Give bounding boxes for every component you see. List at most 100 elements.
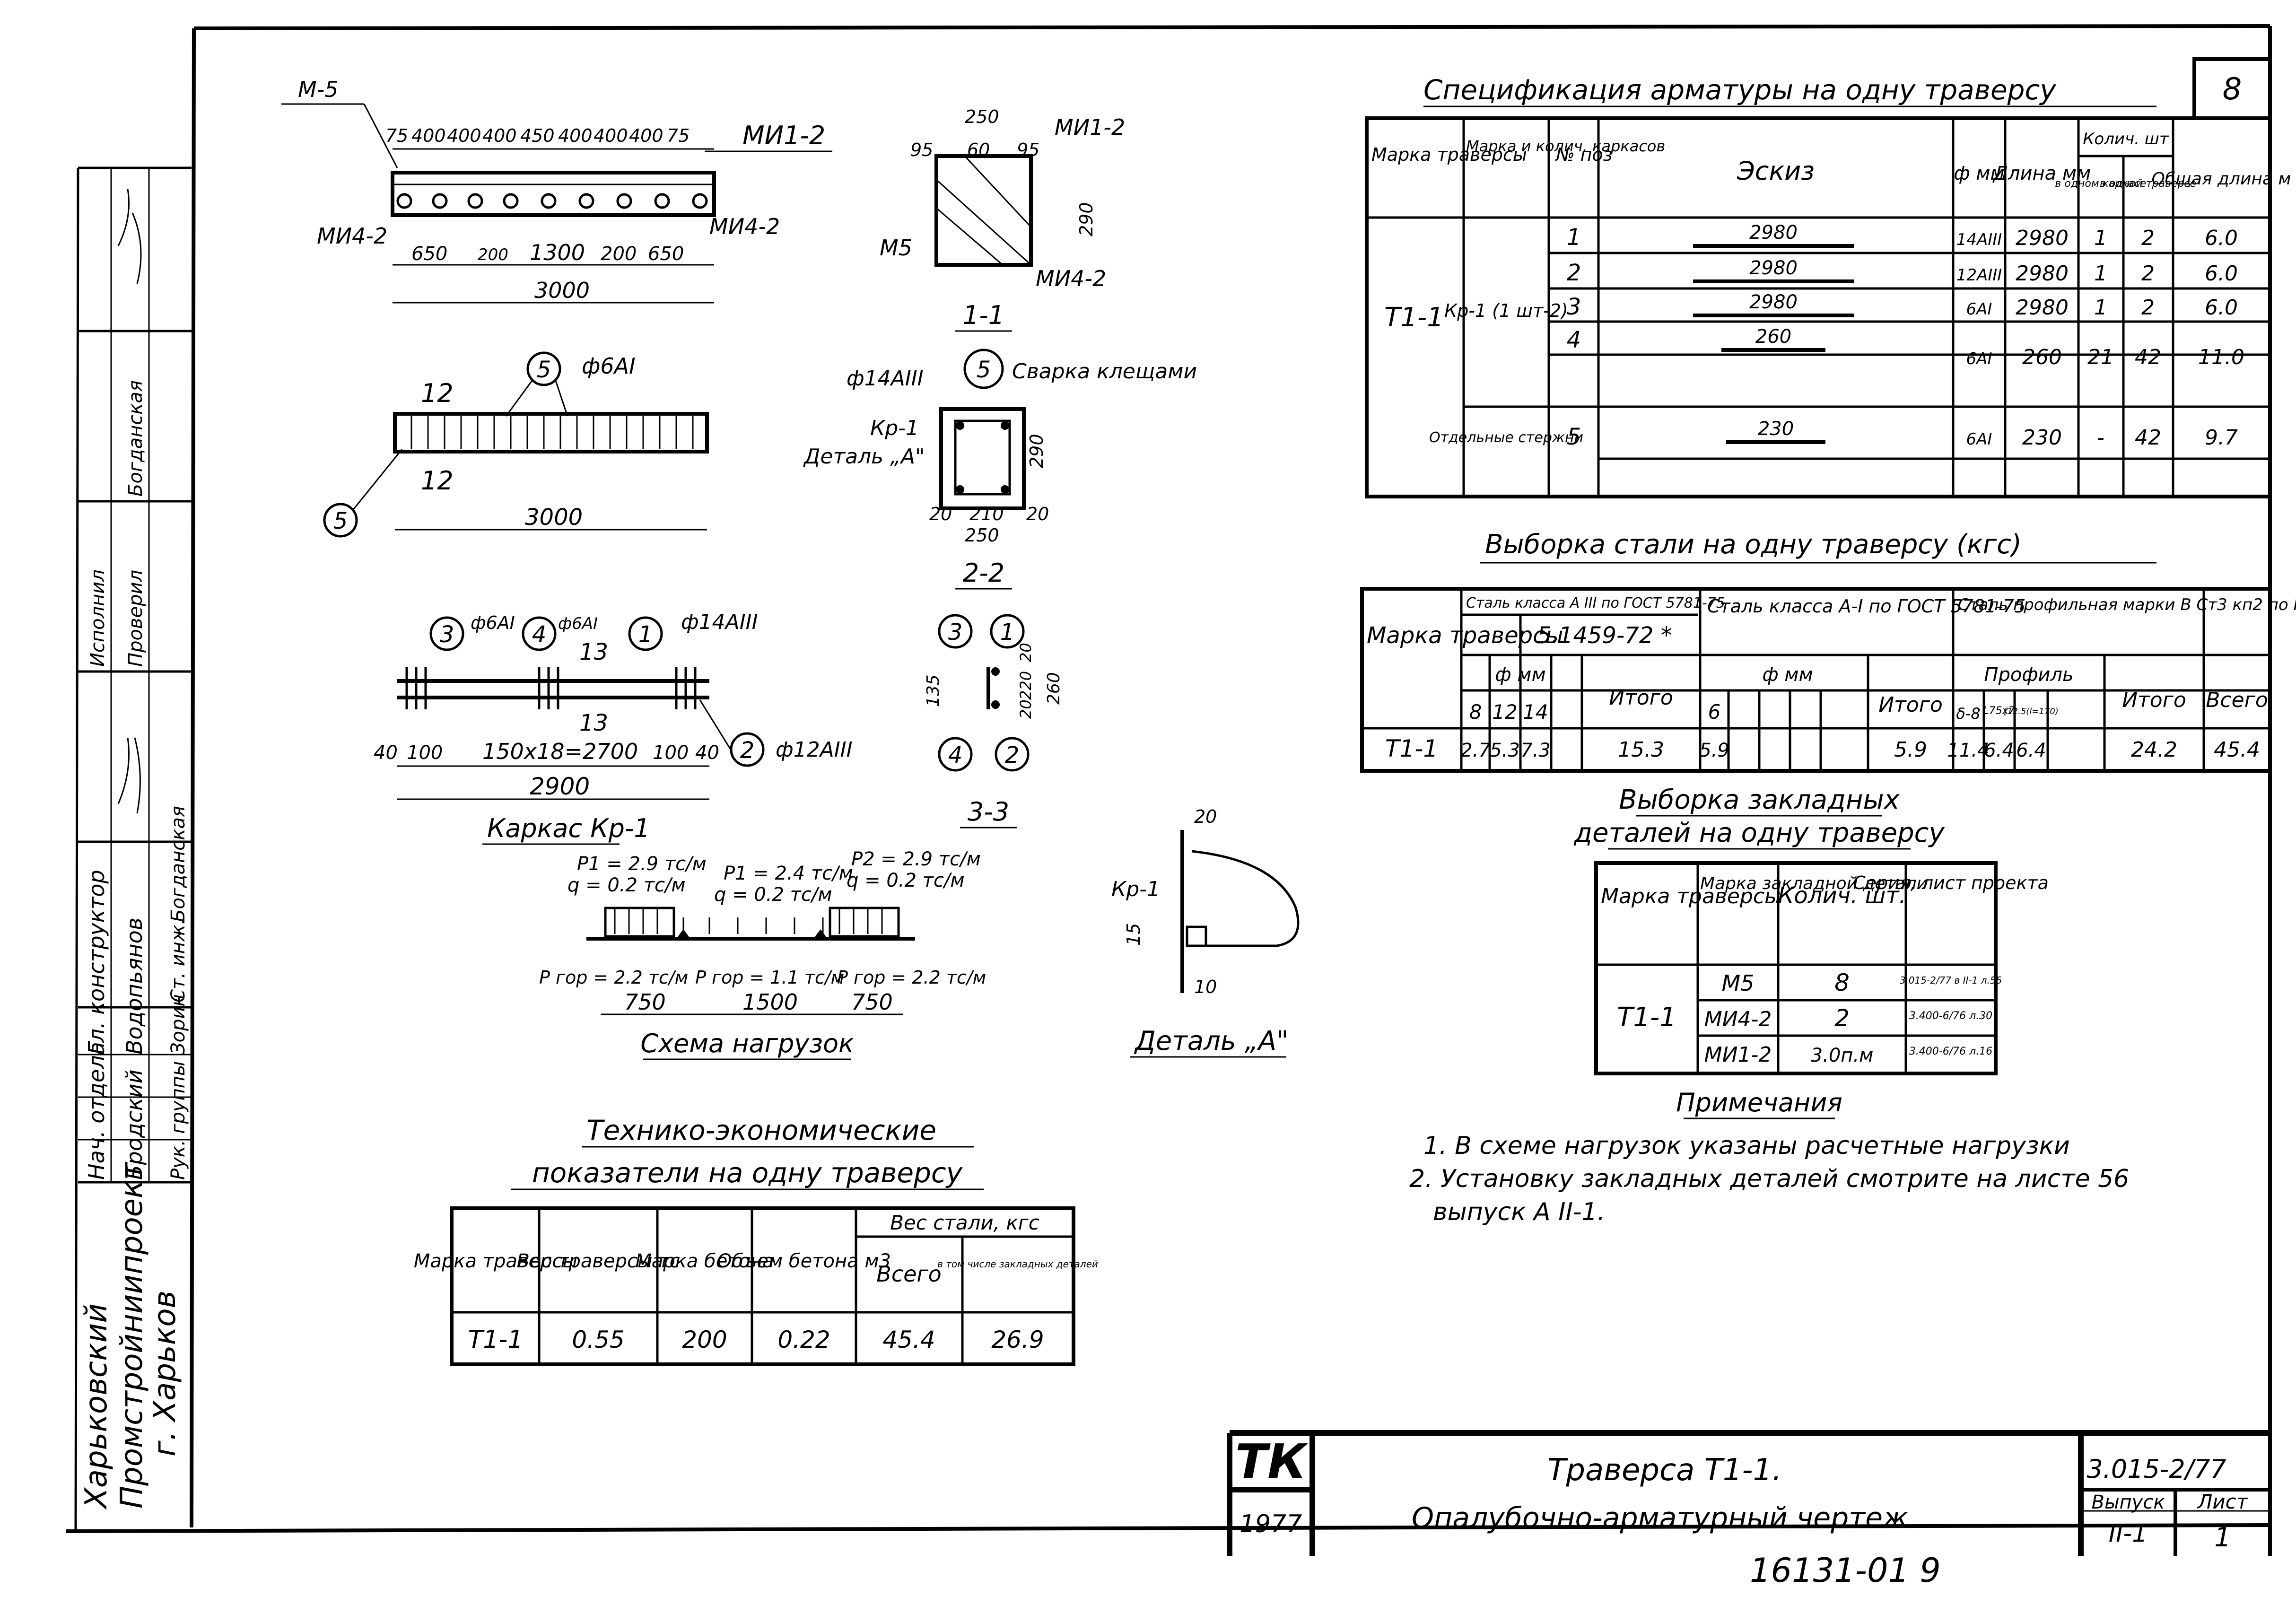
sec33-dim-20-top: 20 [1017,643,1035,662]
dim-bottom-5: 650 [648,243,684,265]
fdim-1: 40 [374,742,398,764]
embedded-title-1: Выборка закладных [1619,785,1900,815]
spec-row-3-pos: 3 [1567,294,1581,320]
spec-row-4-q2: 42 [2135,345,2161,369]
stamp-role-2: Гл. конструктор [84,870,109,1055]
spec-row-3-dia: 6АI [1966,300,1992,319]
sec11-dim-60: 60 [967,140,990,160]
year: 1977 [1240,1510,1302,1538]
tech-title-1: Технико-экономические [586,1114,936,1146]
spec-grid [1367,118,2270,497]
steel-d-prof-1: δ-8 [1956,705,1980,723]
dim-overall: 3000 [534,278,590,303]
span-3: 750 [851,989,893,1015]
steel-h-profile: Профиль [1984,664,2073,686]
load-h3: Р гор = 2.2 тс/м [837,967,986,988]
dim-bottom-1: 650 [411,243,447,265]
spec-row-1-sketch: 2980 [1749,222,1798,244]
steel-h-all: Всего [2206,688,2268,712]
frame-f12: ф12АIII [776,738,853,762]
label-mi42-right: МИ4-2 [709,214,780,239]
sec22-dim-250: 250 [965,525,999,546]
spec-row-2-q1: 1 [2094,262,2107,286]
tk-logo: ТК [1235,1434,1308,1489]
steel-h-dmm-1: ф мм [1495,664,1545,686]
spec-row-1-q2: 2 [2141,226,2155,250]
embedded-grid [1596,863,1996,1073]
beam-elevation: М-5 75 400 400 400 450 400 400 400 75 МИ… [281,77,832,304]
tech-row-concrete: 200 [682,1326,727,1353]
steel-row-a1-1: 5.9 [1699,740,1729,761]
spec-h-q1: в одном каркасе [2055,178,2146,190]
steel-row-a3-2: 5.3 [1490,740,1520,761]
sec11-dim-250: 250 [965,106,999,127]
sec22-dim-210: 210 [969,504,1004,524]
pos2-frame: 2 [740,737,755,764]
frame-plan-bars [410,416,694,449]
dim-bottom-2: 200 [478,245,508,264]
steel-d-a3-1: 8 [1469,700,1482,724]
fdim-2: 100 [407,742,443,764]
spec-row-4-total: 11.0 [2198,345,2244,369]
spec-row-4: 4 260 6АI 260 21 42 11.0 [1567,326,2244,369]
spec-row-3-len: 2980 [2016,296,2069,320]
spec-row-2-len: 2980 [2016,262,2069,286]
spec-row-3-sketch: 2980 [1749,291,1798,313]
sec22-kr1: Кр-1 [870,416,919,440]
tech-h-weight: Вес траверсы тс [516,1250,680,1272]
pos2-sec33: 2 [1005,742,1020,768]
spec-row-5-dia: 6АI [1966,430,1992,449]
tech-row-steel: 45.4 [882,1326,935,1353]
loads-caption: Схема нагрузок [640,1029,854,1058]
pos4-frame: 4 [532,621,547,648]
stamp-name-1: Бродский [122,1069,147,1180]
frame-f6: ф6АI [582,353,636,379]
spec-separate: Отдельные стержни [1429,429,1583,446]
sec33-dim-220: 220 [1017,671,1035,700]
steel-row-a3-3: 7.3 [1520,740,1551,761]
spec-row-4-pos: 4 [1567,327,1581,353]
load-h1: Р гор = 2.2 тс/м [539,967,688,988]
steel-row-all: 45.4 [2214,738,2260,762]
detail-a: 20 Кр-1 15 10 Деталь „А" [1111,806,1300,1058]
steel-row-mark: Т1-1 [1385,735,1438,762]
frame-plan: 12 12 5 ф6АI 5 3000 [323,351,709,538]
steel-table: Выборка стали на одну траверсу (кгс) [1360,529,2296,773]
fdim-3: 150x18=2700 [482,739,638,764]
sec11-mi12: МИ1-2 [1055,114,1125,140]
frame-f14: ф14АIII [681,610,758,634]
tech-row-mark: Т1-1 [468,1326,524,1354]
dim-top-6: 400 [558,125,593,146]
tech-h-mark: Марка траверсы [414,1250,577,1272]
spec-row-4-sketch: 260 [1755,326,1791,348]
steel-row-a1-total: 5.9 [1894,738,1927,762]
cut-12-bottom: 12 [421,466,454,496]
detail-dim-10: 10 [1194,977,1217,997]
spec-row-1-dia: 14АIII [1956,230,2002,249]
spec-row-5-pos: 5 [1567,424,1581,450]
steel-h-dmm-2: ф мм [1762,664,1813,686]
spec-h-mark: Марка траверсы [1371,144,1527,165]
title-sub: Опалубочно-арматурный чертеж [1412,1501,1908,1535]
steel-row-prof-3: 6.4 [2016,740,2046,761]
steel-h-mark: Марка траверсы [1367,622,1563,649]
stamp-role-5: Исполнил [87,569,109,667]
notes: Примечания 1. В схеме нагрузок указаны р… [1409,1088,2129,1226]
tech-h-volume: Объем бетона м3 [717,1250,891,1272]
spec-row-3-q2: 2 [2141,296,2155,320]
title-release: II-1 [2109,1519,2148,1548]
frame-f6-3: ф6АI [471,612,515,633]
cut-13-top: 13 [579,639,608,665]
pos5-left: 5 [333,508,348,534]
spec-row-1: 1 2980 14АIII 2980 1 2 6.0 [1567,222,2238,251]
embedded-mark: Т1-1 [1617,1002,1676,1033]
dim-top-2: 400 [411,125,446,146]
spec-row-5-sketch: 230 [1758,418,1794,440]
dim-top-7: 400 [594,125,628,146]
pos5-frame: 5 [537,357,551,383]
title-sheet-label: Лист [2197,1490,2249,1513]
dim-bottom-4: 200 [601,243,637,265]
embedded-row-3-qty: 3.0п.м [1811,1045,1874,1066]
stamp-role-6: Проверил [125,570,147,667]
